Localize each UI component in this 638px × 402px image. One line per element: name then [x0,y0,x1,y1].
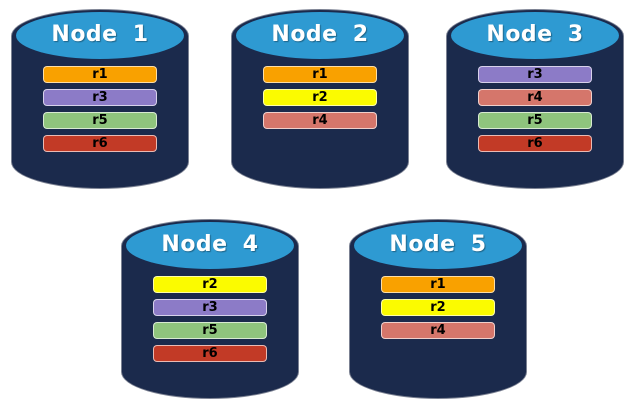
resource-bar: r2 [381,299,495,316]
node-title: Node 3 [486,22,584,47]
resource-bar: r1 [381,276,495,293]
resource-list: r2 r3 r5 r6 [122,276,298,362]
resource-bar: r4 [263,112,377,129]
resource-bar: r3 [153,299,267,316]
resource-bar: r3 [478,66,592,83]
resource-list: r3 r4 r5 r6 [447,66,623,152]
resource-bar: r4 [381,322,495,339]
resource-bar: r5 [478,112,592,129]
resource-bar: r6 [153,345,267,362]
resource-bar: r6 [478,135,592,152]
cylinder-top-ellipse: Node 5 [354,222,522,269]
resource-bar: r5 [43,112,157,129]
resource-bar: r6 [43,135,157,152]
resource-list: r1 r3 r5 r6 [12,66,188,152]
cylinder-top-ellipse: Node 1 [16,12,184,59]
node-cylinder-4: Node 4 r2 r3 r5 r6 [122,220,298,398]
node-cylinder-3: Node 3 r3 r4 r5 r6 [447,10,623,188]
node-cylinder-1: Node 1 r1 r3 r5 r6 [12,10,188,188]
node-title: Node 2 [271,22,369,47]
resource-bar: r4 [478,89,592,106]
node-title: Node 5 [389,232,487,257]
node-title: Node 4 [161,232,259,257]
node-cylinder-2: Node 2 r1 r2 r4 [232,10,408,188]
cylinder-top-ellipse: Node 3 [451,12,619,59]
resource-bar: r2 [153,276,267,293]
node-cylinder-5: Node 5 r1 r2 r4 [350,220,526,398]
cylinder-top-ellipse: Node 2 [236,12,404,59]
resource-bar: r5 [153,322,267,339]
node-title: Node 1 [51,22,149,47]
cylinder-top-ellipse: Node 4 [126,222,294,269]
resource-bar: r1 [43,66,157,83]
resource-list: r1 r2 r4 [232,66,408,129]
resource-bar: r3 [43,89,157,106]
resource-bar: r2 [263,89,377,106]
resource-list: r1 r2 r4 [350,276,526,339]
resource-bar: r1 [263,66,377,83]
